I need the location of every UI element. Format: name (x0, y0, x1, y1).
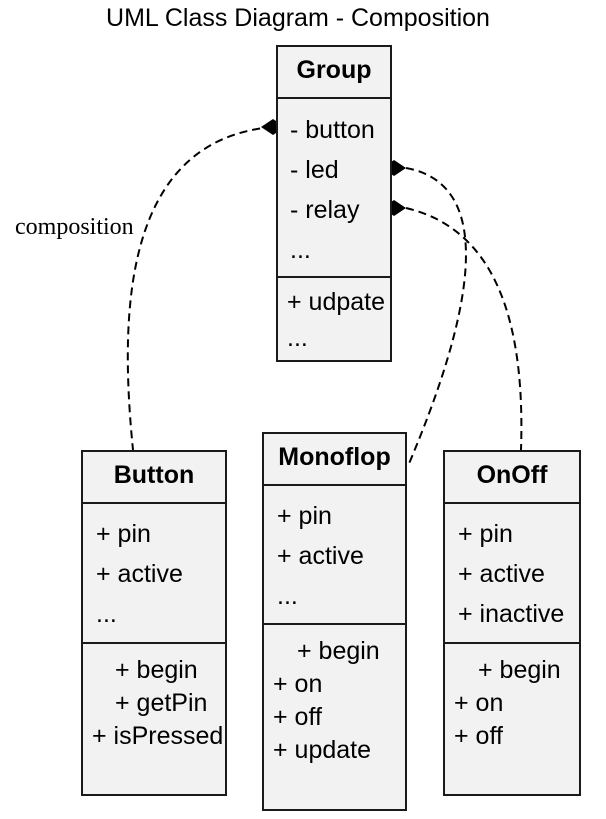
class-button-methods: + begin + getPin + isPressed (83, 644, 225, 753)
method: + getPin (115, 689, 208, 717)
attribute: - button (290, 116, 375, 144)
class-onoff: OnOff + pin + active + inactive + begin … (443, 450, 581, 796)
method: + on (454, 689, 504, 717)
class-onoff-methods: + begin + on + off (445, 644, 579, 753)
method: + begin (115, 656, 198, 684)
class-monoflop: Monoflop + pin + active ... + begin + on… (262, 432, 407, 811)
class-group-name: Group (278, 47, 390, 99)
attribute: + active (277, 542, 364, 570)
class-monoflop-name: Monoflop (264, 434, 405, 486)
method: + on (273, 670, 323, 698)
class-button: Button + pin + active ... + begin + getP… (81, 450, 227, 796)
composition-link-led (405, 167, 467, 467)
attribute: - relay (290, 196, 360, 224)
attribute: ... (290, 236, 311, 264)
class-onoff-name: OnOff (445, 452, 579, 504)
method: + isPressed (92, 722, 224, 750)
class-monoflop-attributes: + pin + active ... (264, 486, 405, 625)
attribute: + pin (96, 520, 151, 548)
attribute: + active (458, 560, 545, 588)
class-button-attributes: + pin + active ... (83, 504, 225, 644)
method: + off (273, 703, 322, 731)
method: + udpate (287, 288, 386, 316)
attribute: ... (96, 600, 117, 628)
class-group: Group - button - led - relay ... + udpat… (276, 45, 392, 362)
attribute: + pin (458, 520, 513, 548)
class-onoff-attributes: + pin + active + inactive (445, 504, 579, 644)
class-monoflop-methods: + begin + on + off + update (264, 625, 405, 767)
composition-link-relay (405, 207, 523, 451)
method: + off (454, 722, 503, 750)
method: + update (273, 736, 372, 764)
method: + begin (478, 656, 561, 684)
attribute: + active (96, 560, 183, 588)
composition-label: composition (15, 214, 134, 240)
attribute: + inactive (458, 600, 565, 628)
class-group-methods: + udpate ... (278, 278, 390, 356)
method: ... (287, 324, 308, 352)
class-button-name: Button (83, 452, 225, 504)
attribute: - led (290, 156, 339, 184)
class-group-attributes: - button - led - relay ... (278, 99, 390, 278)
method: + begin (297, 637, 380, 665)
composition-link-button (126, 126, 274, 451)
attribute: ... (277, 582, 298, 610)
attribute: + pin (277, 502, 332, 530)
diagram-title: UML Class Diagram - Composition (106, 4, 490, 32)
